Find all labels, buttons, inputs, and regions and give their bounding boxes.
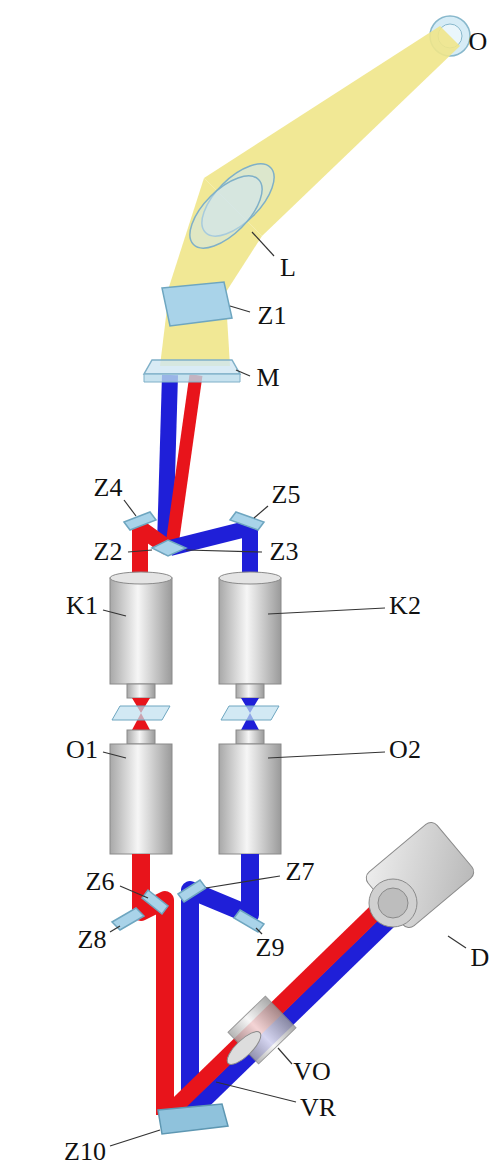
leader-lines (120, 886, 148, 898)
lens-l (178, 152, 286, 260)
part-label: VO (293, 1059, 331, 1085)
camera-d (363, 819, 477, 930)
objective-o2 (236, 730, 264, 744)
leader-lines (254, 506, 268, 518)
leader-lines (268, 608, 385, 614)
lens-vo (223, 1027, 266, 1069)
yellow-beam (160, 26, 460, 366)
objective-k2 (219, 572, 281, 584)
mirror-z1 (162, 282, 232, 326)
sample-plate (112, 706, 170, 720)
leader-lines (186, 550, 262, 552)
leader-lines (236, 370, 250, 376)
leader-lines (206, 876, 280, 888)
leader-lines (110, 1130, 160, 1146)
part-label: K1 (66, 593, 98, 619)
beams-lower (172, 896, 392, 1110)
mirrors-splitter (124, 512, 156, 530)
leader-lines (230, 306, 250, 312)
mirrors-splitter (124, 512, 264, 556)
part-label: Z9 (256, 935, 285, 961)
objective-k2 (219, 572, 281, 698)
part-label: Z2 (94, 539, 123, 565)
mirrors-lower (234, 910, 264, 932)
sample-plate (221, 706, 279, 720)
objective-k1 (110, 578, 172, 684)
objective-k1 (127, 684, 155, 698)
objective-o1 (110, 730, 172, 854)
lens-l (178, 164, 274, 260)
part-label: M (256, 365, 279, 391)
leader-lines (278, 1048, 292, 1064)
part-label: Z4 (94, 475, 123, 501)
objective-o2 (219, 744, 281, 854)
part-label: L (280, 255, 296, 281)
leader-lines (124, 500, 136, 516)
mirrors-splitter (152, 540, 186, 556)
part-label: Z6 (86, 869, 115, 895)
part-label: D (471, 945, 490, 971)
leader-lines (256, 928, 262, 934)
beams-lower (188, 908, 402, 1116)
mirrors-lower (158, 1104, 228, 1134)
part-label: O1 (66, 737, 98, 763)
mirrors-lower (112, 880, 264, 1134)
leader-lines (103, 752, 126, 758)
camera-d (378, 888, 408, 918)
leader-lines (252, 232, 274, 256)
plate-m (144, 360, 240, 382)
leader-lines (103, 232, 466, 1146)
objective-k2 (236, 684, 264, 698)
objective-k1 (110, 572, 172, 584)
objective-o1 (127, 730, 155, 744)
mirrors-lower (178, 880, 206, 902)
lens-vo (223, 996, 296, 1069)
mirror-z1 (162, 282, 232, 326)
part-label: O (469, 29, 488, 55)
beams-upper (140, 375, 250, 580)
part-label: Z8 (78, 927, 107, 953)
part-label: Z1 (258, 303, 287, 329)
objective-k1 (110, 572, 172, 698)
leader-lines (448, 936, 466, 948)
leader-lines (268, 752, 385, 758)
beams-upper (172, 375, 196, 545)
objective-o2 (219, 730, 281, 854)
mirrors-splitter (230, 512, 264, 530)
leader-lines (216, 1082, 296, 1102)
beams-lower (141, 854, 402, 1116)
camera-d (363, 819, 477, 930)
mirrors-lower (142, 890, 168, 914)
part-label: Z3 (270, 539, 299, 565)
part-label: Z7 (286, 859, 315, 885)
plate-m (144, 374, 240, 382)
part-label: VR (300, 1095, 336, 1121)
plate-m (144, 360, 240, 374)
part-label: O2 (389, 737, 421, 763)
leader-lines (128, 550, 152, 552)
objective-o1 (110, 744, 172, 854)
part-label: Z10 (64, 1139, 106, 1165)
objective-k2 (219, 578, 281, 684)
part-label: K2 (389, 593, 421, 619)
camera-d (369, 879, 417, 927)
mirrors-lower (112, 908, 144, 930)
leader-lines (110, 926, 120, 932)
leader-lines (103, 610, 126, 616)
part-label: Z5 (272, 482, 301, 508)
